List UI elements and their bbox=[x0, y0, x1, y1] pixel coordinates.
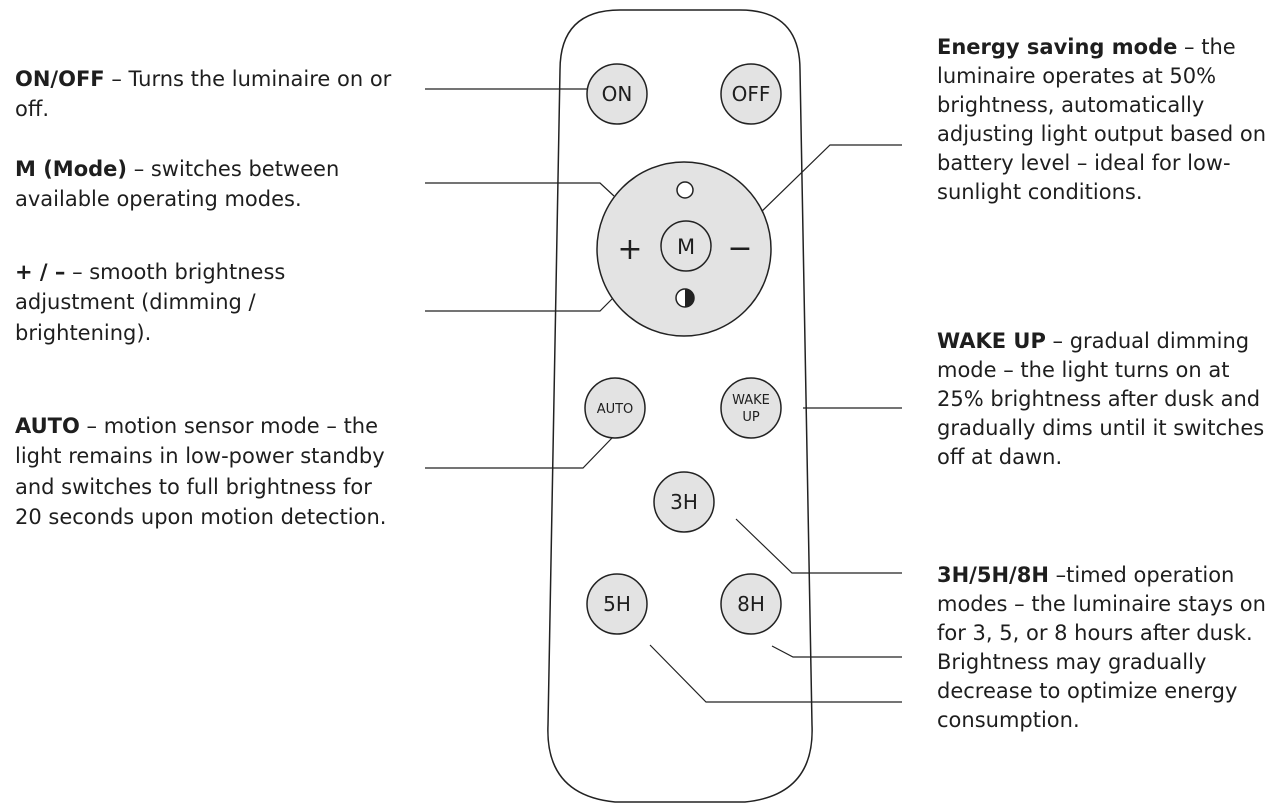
3h-button-label: 3H bbox=[670, 490, 698, 514]
onoff-description: ON/OFF – Turns the luminaire on or off. bbox=[15, 64, 415, 125]
half-moon-icon[interactable] bbox=[675, 288, 695, 308]
energy-description: Energy saving mode – the luminaire opera… bbox=[937, 33, 1277, 207]
mode-description: M (Mode) – switches between available op… bbox=[15, 154, 415, 215]
minus-button[interactable]: − bbox=[727, 231, 752, 266]
off-button[interactable]: OFF bbox=[720, 63, 782, 125]
callout-line-8h bbox=[771, 645, 902, 658]
8h-button-label: 8H bbox=[737, 592, 765, 616]
on-button[interactable]: ON bbox=[586, 63, 648, 125]
callout-line-mode bbox=[425, 182, 615, 197]
timed-title: 3H/5H/8H bbox=[937, 563, 1049, 587]
wake-up-button[interactable]: WAKE UP bbox=[720, 377, 782, 439]
auto-button[interactable]: AUTO bbox=[584, 377, 646, 439]
onoff-text: – Turns the luminaire on or off. bbox=[15, 67, 392, 122]
mode-button-label: M bbox=[677, 235, 695, 259]
5h-button-label: 5H bbox=[603, 592, 631, 616]
plusminus-description: + / – – smooth brightness adjustment (di… bbox=[15, 257, 380, 348]
wake-up-label-line2: UP bbox=[742, 410, 760, 425]
mode-text: – switches between available operating m… bbox=[15, 157, 340, 212]
mode-button[interactable]: M bbox=[660, 220, 712, 272]
timed-text: –timed operation modes – the luminaire s… bbox=[937, 563, 1266, 732]
on-button-label: ON bbox=[602, 82, 633, 106]
auto-text: – motion sensor mode – the light remains… bbox=[15, 414, 387, 530]
callout-line-5h bbox=[649, 644, 902, 703]
3h-button[interactable]: 3H bbox=[653, 471, 715, 533]
onoff-title: ON/OFF bbox=[15, 67, 105, 91]
mode-title: M (Mode) bbox=[15, 157, 128, 181]
plus-button[interactable]: + bbox=[617, 232, 642, 267]
wakeup-text: – gradual dimming mode – the light turns… bbox=[937, 329, 1265, 469]
callout-line-auto bbox=[425, 437, 613, 469]
5h-button[interactable]: 5H bbox=[586, 573, 648, 635]
timed-description: 3H/5H/8H –timed operation modes – the lu… bbox=[937, 561, 1282, 735]
circle-icon[interactable] bbox=[676, 181, 694, 199]
plusminus-text: – smooth brightness adjustment (dimming … bbox=[15, 260, 286, 345]
wakeup-description: WAKE UP – gradual dimming mode – the lig… bbox=[937, 327, 1282, 472]
callout-lines bbox=[425, 88, 902, 703]
callout-line-energy bbox=[756, 144, 902, 217]
8h-button[interactable]: 8H bbox=[720, 573, 782, 635]
callout-line-plusminus bbox=[425, 296, 615, 312]
energy-title: Energy saving mode bbox=[937, 35, 1178, 59]
wakeup-title: WAKE UP bbox=[937, 329, 1046, 353]
auto-button-label: AUTO bbox=[597, 402, 634, 417]
callout-line-3h bbox=[735, 518, 902, 574]
wake-up-label-line1: WAKE bbox=[732, 393, 770, 408]
energy-text: – the luminaire operates at 50% brightne… bbox=[937, 35, 1267, 204]
auto-title: AUTO bbox=[15, 414, 80, 438]
plusminus-title: + / – bbox=[15, 260, 66, 284]
off-button-label: OFF bbox=[732, 82, 771, 106]
auto-description: AUTO – motion sensor mode – the light re… bbox=[15, 411, 390, 533]
